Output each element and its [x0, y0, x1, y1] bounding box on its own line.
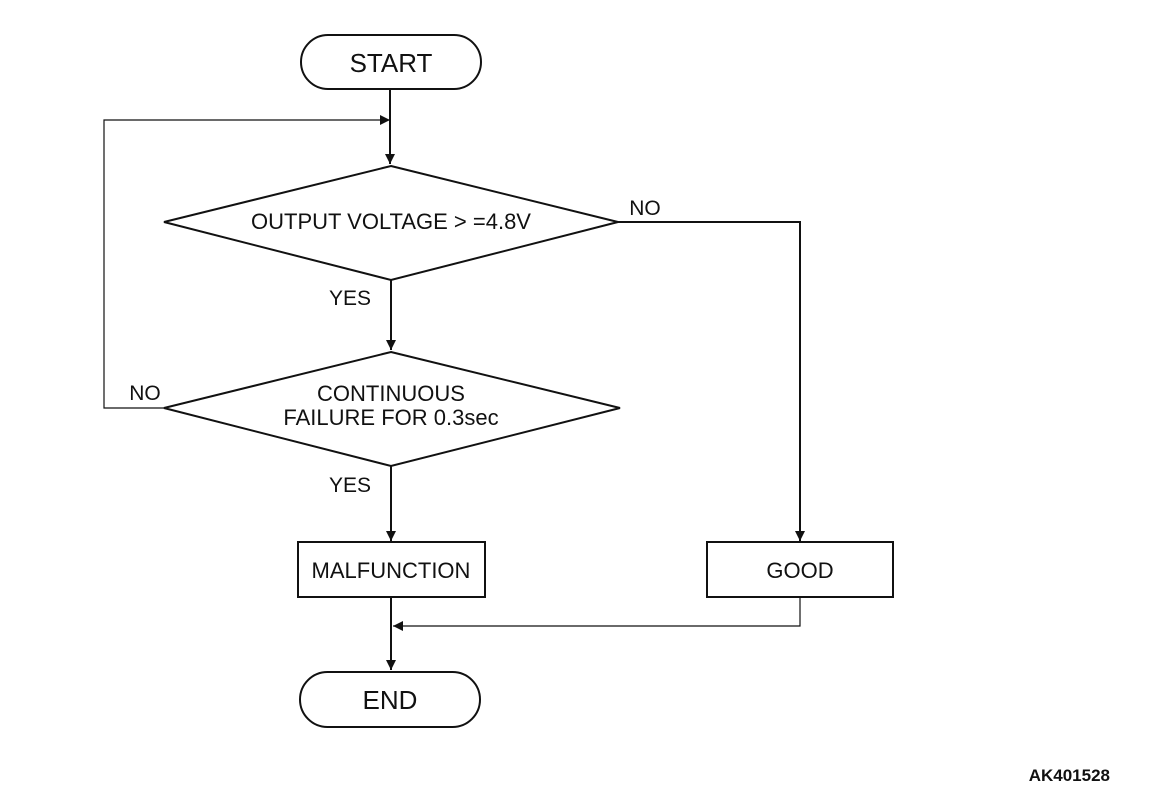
- arrow-good-merge: [393, 597, 801, 631]
- end-terminal: END: [299, 671, 481, 728]
- start-terminal: START: [300, 34, 482, 90]
- malfunction-box: MALFUNCTION: [297, 541, 486, 598]
- no-label-2: NO: [129, 382, 161, 405]
- decision-output-voltage: OUTPUT VOLTAGE > =4.8V: [163, 164, 619, 282]
- good-box: GOOD: [706, 541, 894, 598]
- start-label: START: [350, 48, 433, 78]
- arrow-failure-no-loop: [103, 115, 390, 409]
- yes-label-1: YES: [329, 287, 371, 310]
- no-label-1: NO: [629, 197, 661, 220]
- end-label: END: [363, 685, 418, 715]
- yes-label-2: YES: [329, 474, 371, 497]
- decision-output-voltage-label: OUTPUT VOLTAGE > =4.8V: [251, 209, 531, 234]
- figure-code: AK401528: [1029, 766, 1110, 785]
- good-label: GOOD: [766, 558, 833, 583]
- arrow-voltage-no: [618, 221, 805, 541]
- decision-continuous-failure: CONTINUOUS FAILURE FOR 0.3sec: [163, 350, 621, 468]
- decision-failure-label-line2: FAILURE FOR 0.3sec: [283, 405, 498, 430]
- decision-failure-label-line1: CONTINUOUS: [317, 381, 465, 406]
- malfunction-label: MALFUNCTION: [312, 558, 471, 583]
